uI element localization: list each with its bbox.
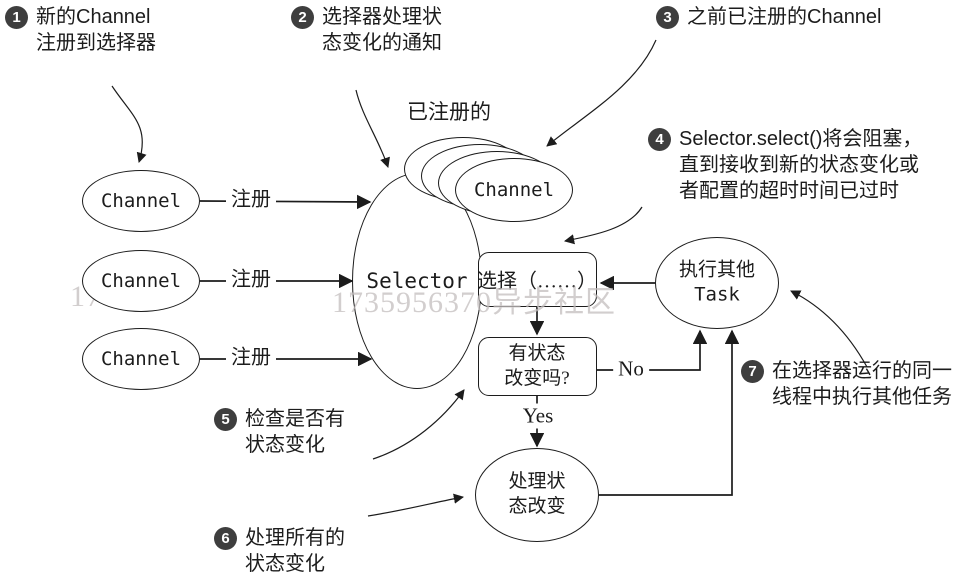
execute-task-ellipse [655,237,779,329]
callout-4-text: Selector.select()将会阻塞， 直到接收到新的状态变化或 者配置的… [679,126,922,204]
register-label-1: 注册 [226,187,276,213]
callout-6: 6 处理所有的 状态变化 [214,525,345,577]
callout-6-line1: 处理所有的 [245,527,345,549]
callout-4-badge: 4 [648,128,671,151]
channel-label-3: Channel [100,348,182,370]
execute-task-label: 执行其他 Task [679,258,755,307]
callout-7: 7 在选择器运行的同一 线程中执行其他任务 [741,358,952,410]
callout-3: 3 之前已注册的Channel [656,4,882,30]
callout-3-line1: 之前已注册的Channel [687,6,882,28]
state-question-line1: 有状态 [508,343,566,364]
watermark: 1735956370异步社区 [332,286,616,319]
handle-state-change-ellipse [475,448,599,542]
callout-arrow-7 [790,290,868,368]
callout-7-line2: 线程中执行其他任务 [772,386,952,408]
callout-1-badge: 1 [5,6,28,29]
execute-task-line1: 执行其他 [678,259,756,281]
callout-4-line3: 者配置的超时时间已过时 [679,180,899,202]
callout-6-text: 处理所有的 状态变化 [245,525,345,577]
callout-arrow-6 [367,493,465,517]
callout-2-badge: 2 [291,6,314,29]
stacked-channel-label: Channel [473,179,555,201]
callout-1-line2: 注册到选择器 [36,32,156,54]
handle-state-label: 处理状 态改变 [508,469,565,519]
select-box-label: 选择（……） [477,270,597,293]
callout-1-text: 新的Channel 注册到选择器 [36,4,156,56]
register-label-2: 注册 [226,267,276,293]
callout-7-badge: 7 [741,360,764,383]
callout-2-line2: 态变化的通知 [322,32,442,54]
registered-stack-title: 已注册的 [407,100,491,124]
channel-ellipse-1 [82,170,200,232]
callout-5-text: 检查是否有 状态变化 [245,406,345,458]
callout-6-badge: 6 [214,527,237,550]
channel-ellipse-3 [82,328,200,390]
callout-1-line1: 新的Channel [36,6,151,28]
channel-ellipse-2 [82,250,200,312]
callout-arrow-5 [372,389,465,460]
handle-state-line2: 态改变 [508,496,566,517]
callout-2-text: 选择器处理状 态变化的通知 [322,4,442,56]
select-box [478,252,597,307]
callout-4-line1: Selector.select()将会阻塞， [679,128,923,150]
callout-3-badge: 3 [656,6,679,29]
callout-1: 1 新的Channel 注册到选择器 [5,4,156,56]
callout-7-text: 在选择器运行的同一 线程中执行其他任务 [772,358,952,410]
yes-label: Yes [517,403,559,429]
state-question-line2: 改变吗? [504,368,570,389]
callout-5-badge: 5 [214,408,237,431]
callout-6-line2: 状态变化 [245,553,325,575]
handle-state-line1: 处理状 [508,471,566,492]
callout-5: 5 检查是否有 状态变化 [214,406,345,458]
selector-label: Selector [366,269,468,293]
callout-5-line1: 检查是否有 [245,408,345,430]
callout-2: 2 选择器处理状 态变化的通知 [291,4,442,56]
callout-arrow-1 [111,85,147,163]
callout-3-text: 之前已注册的Channel [687,4,882,30]
register-label-3: 注册 [226,345,276,371]
callout-7-line1: 在选择器运行的同一 [772,360,952,382]
callout-5-line2: 状态变化 [245,434,325,456]
callout-arrow-4 [563,206,643,245]
execute-task-line2: Task [694,283,740,306]
callout-arrow-3 [546,39,657,147]
callout-2-line1: 选择器处理状 [322,6,442,28]
callout-4: 4 Selector.select()将会阻塞， 直到接收到新的状态变化或 者配… [648,126,922,204]
callout-4-line2: 直到接收到新的状态变化或 [679,154,919,176]
channel-label-2: Channel [100,270,182,292]
registered-channel-stack-front [455,158,573,222]
channel-label-1: Channel [100,190,182,212]
callout-arrow-2 [355,89,390,168]
state-change-question-box [478,337,597,396]
state-question-label: 有状态 改变吗? [504,341,569,391]
no-label: No [613,356,649,382]
